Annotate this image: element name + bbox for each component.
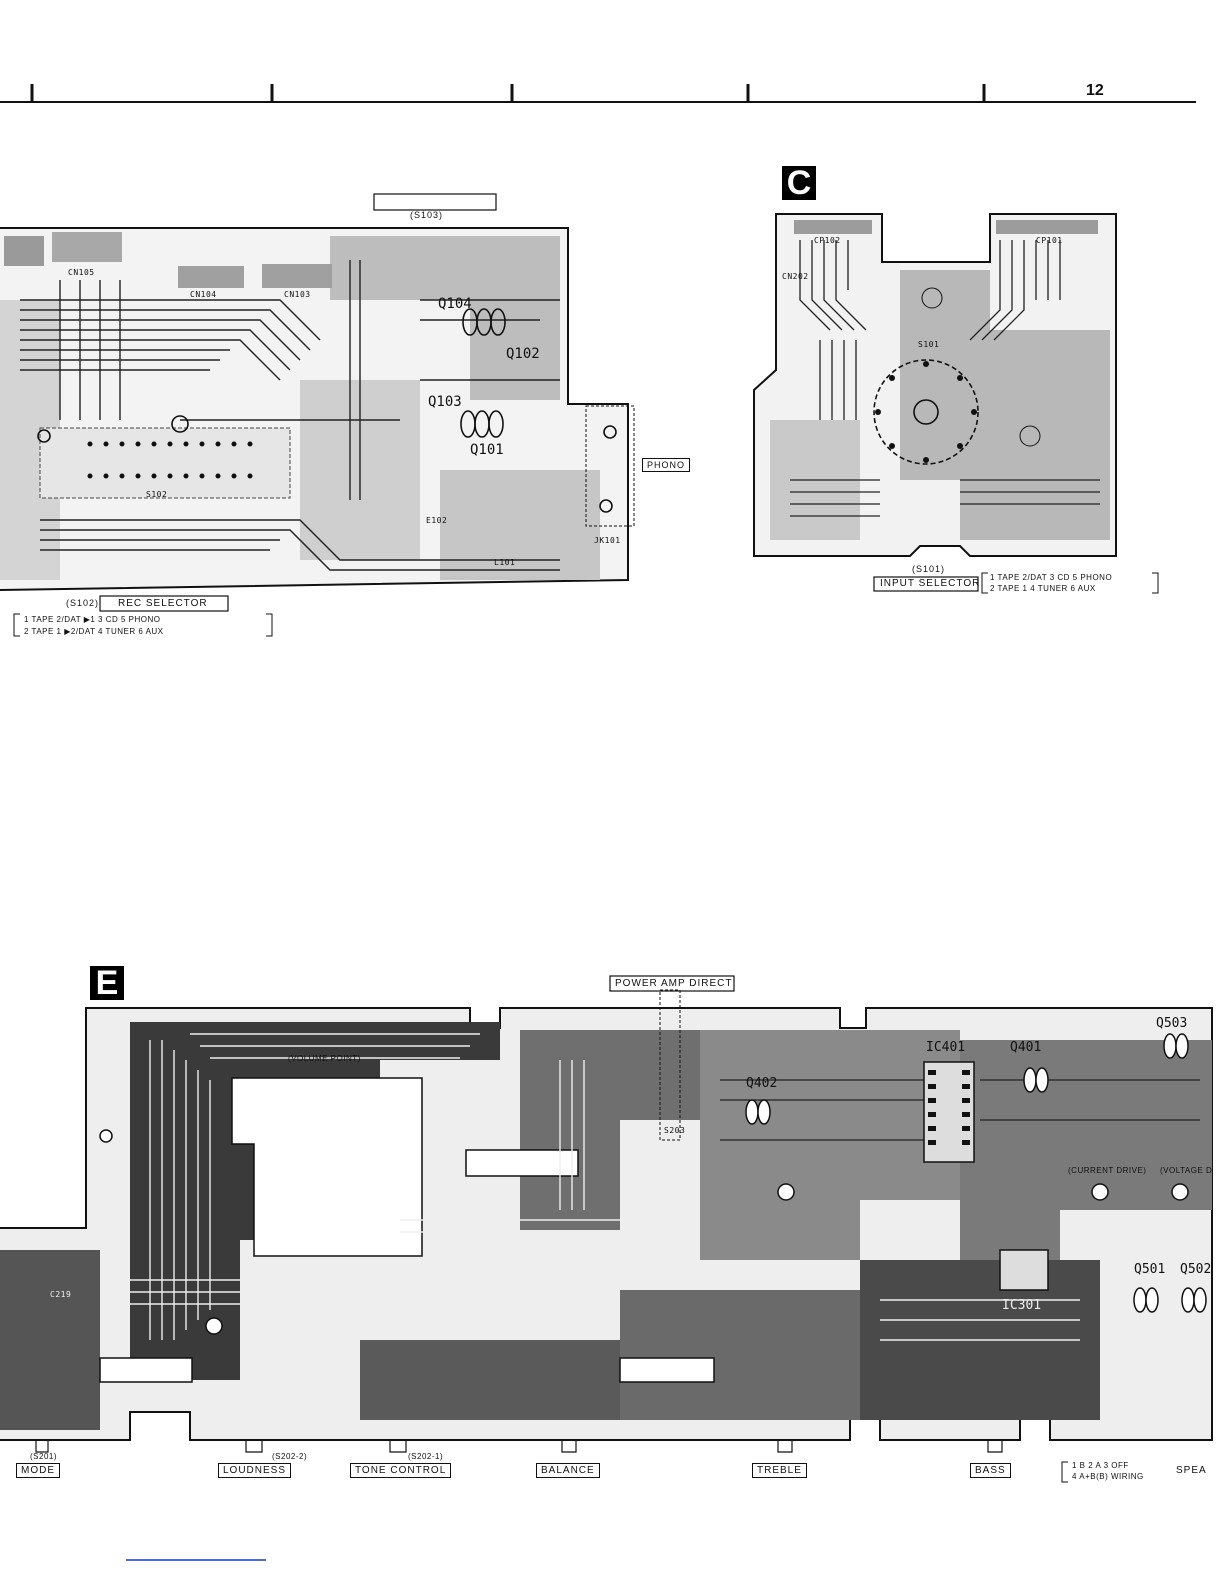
loudness-label: LOUDNESS [218,1463,292,1478]
part-label-s102: S102 [146,490,168,499]
rec-selector-legend-line1: 1 TAPE 2/DAT ▶1 3 CD 5 PHONO [24,615,161,624]
volume-point-label: (VOLUME POINT) [288,1054,361,1063]
part-label-q102: Q102 [506,346,540,362]
input-selector-title: INPUT SELECTOR [880,578,981,589]
part-label-q101: Q101 [470,442,504,458]
phono-jack-label: PHONO [642,458,691,472]
part-label-ic301: IC301 [1002,1298,1042,1313]
panel-c-badge: C [782,166,816,200]
part-label-q501: Q501 [1134,1262,1166,1277]
switch-ref-s103: (S103) [410,210,444,220]
speaker-legend-line1: 1 B 2 A 3 OFF [1072,1461,1129,1470]
bass-label: BASS [970,1463,1011,1478]
input-selector-legend-line1: 1 TAPE 2/DAT 3 CD 5 PHONO [990,573,1113,582]
part-label-cn104: CN104 [190,290,217,299]
power-amp-direct-label: POWER AMP DIRECT [615,978,733,989]
part-label-q401: Q401 [1010,1040,1042,1055]
jack-ref-jk101: JK101 [594,536,621,545]
rec-selector-ref: (S102) [66,598,100,608]
rec-selector-legend-line2: 2 TAPE 1 ▶2/DAT 4 TUNER 6 AUX [24,627,164,636]
part-label-q502: Q502 [1180,1262,1212,1277]
speaker-legend-line2: 4 A+B(B) WIRING [1072,1472,1144,1481]
input-selector-ref: (S101) [912,564,946,574]
part-label-l101: L101 [494,558,516,567]
treble-label: TREBLE [752,1463,807,1478]
rec-selector-title: REC SELECTOR [118,598,208,609]
part-label-cp101: CP101 [1036,236,1063,245]
part-label-cn202: CN202 [782,272,809,281]
mode-label: MODE [16,1463,60,1478]
part-label-cp102: CP102 [814,236,841,245]
balance-label: BALANCE [536,1463,600,1478]
part-label-s203: S203 [664,1126,686,1135]
panel-e-badge: E [90,966,124,1000]
loudness-switch-ref: (S202-2) [272,1452,308,1461]
page-number: 12 [1086,82,1104,99]
input-selector-legend-line2: 2 TAPE 1 4 TUNER 6 AUX [990,584,1096,593]
voltage-drive-label: (VOLTAGE D [1160,1166,1213,1175]
part-label-q402: Q402 [746,1076,778,1091]
current-drive-label: (CURRENT DRIVE) [1068,1166,1147,1175]
part-label-q104: Q104 [438,296,472,312]
part-label-e102: E102 [426,516,448,525]
tone-control-switch-ref: (S202-1) [408,1452,444,1461]
part-label-q503: Q503 [1156,1016,1188,1031]
part-label-s101: S101 [918,340,940,349]
part-label-q103: Q103 [428,394,462,410]
part-label-cn103: CN103 [284,290,311,299]
mode-switch-ref: (S201) [30,1452,58,1461]
part-label-c219: C219 [50,1290,72,1299]
tone-control-label: TONE CONTROL [350,1463,452,1478]
speaker-label: SPEA [1176,1465,1207,1476]
part-label-ic401: IC401 [926,1040,966,1055]
part-label-cn105: CN105 [68,268,95,277]
